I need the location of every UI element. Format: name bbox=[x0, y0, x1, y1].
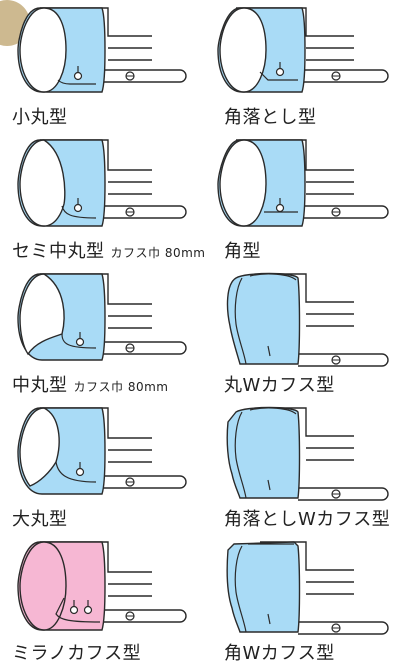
cuff-item-square-double[interactable]: 角Wカフス型 bbox=[206, 536, 412, 670]
cuff-item-milano[interactable]: ミラノカフス型 bbox=[0, 536, 206, 670]
cuff-item-semi-medium-round[interactable]: セミ中丸型カフス巾 80mm bbox=[0, 134, 206, 268]
cuff-illustration bbox=[17, 139, 187, 227]
cuff-label: ミラノカフス型 bbox=[12, 643, 142, 664]
cuff-illustration bbox=[217, 7, 389, 93]
cuff-label: 丸Wカフス型 bbox=[224, 375, 335, 396]
cuff-illustration bbox=[17, 273, 187, 361]
cuff-item-medium-round[interactable]: 中丸型カフス巾 80mm bbox=[0, 268, 206, 402]
cuff-label: 角Wカフス型 bbox=[224, 643, 335, 664]
cuff-label: 大丸型 bbox=[12, 509, 68, 530]
cuff-illustration bbox=[17, 7, 187, 93]
cuff-label: 中丸型カフス巾 80mm bbox=[12, 375, 169, 396]
cuff-illustration bbox=[226, 541, 389, 635]
cuff-label: 小丸型 bbox=[12, 107, 68, 128]
cuff-illustration bbox=[17, 541, 187, 631]
cuff-label: セミ中丸型カフス巾 80mm bbox=[12, 241, 206, 262]
cuff-illustration bbox=[217, 139, 389, 227]
cuff-label: 角落とし型 bbox=[224, 107, 317, 128]
cuff-item-corner-cut[interactable]: 角落とし型 bbox=[206, 0, 412, 134]
cuff-illustration bbox=[17, 407, 187, 495]
cuff-label: 角型 bbox=[224, 241, 261, 262]
cuff-item-round-double[interactable]: 丸Wカフス型 bbox=[206, 268, 412, 402]
cuff-item-large-round[interactable]: 大丸型 bbox=[0, 402, 206, 536]
cuff-illustration bbox=[226, 272, 389, 367]
cuff-illustration bbox=[226, 406, 389, 501]
cuff-item-small-round[interactable]: 小丸型 bbox=[0, 0, 206, 134]
cuff-item-square[interactable]: 角型 bbox=[206, 134, 412, 268]
cuff-label: 角落としWカフス型 bbox=[224, 509, 391, 530]
cuff-item-corner-cut-double[interactable]: 角落としWカフス型 bbox=[206, 402, 412, 536]
